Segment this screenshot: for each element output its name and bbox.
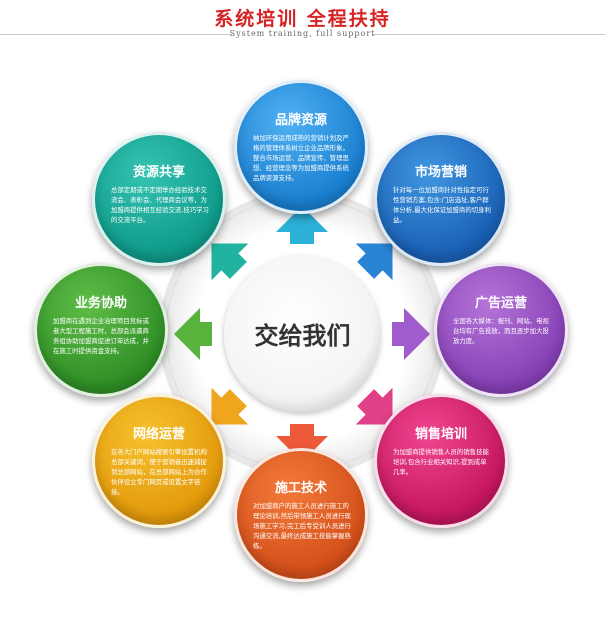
header: 系统培训 全程扶持 System training, full support	[0, 0, 605, 50]
node-description: 针对每一位加盟商针对性指定可行性营销方案,包含:门店选址,客户群体分析,最大化保…	[393, 186, 491, 224]
header-rule-right	[372, 34, 605, 35]
node-title: 广告运营	[474, 296, 527, 311]
node-title: 资源共享	[132, 165, 185, 180]
node-business-assist: 业务协助 加盟商在遇到企业治理项目竞标或者大型工程施工时，总部会派遣商务组协助加…	[34, 263, 168, 397]
node-title: 业务协助	[74, 296, 127, 311]
arrow-up-icon	[276, 206, 328, 244]
node-title: 网络运营	[132, 427, 185, 442]
arrow-down-right-icon	[355, 387, 393, 425]
node-title: 施工技术	[274, 481, 327, 496]
node-title: 市场营销	[414, 165, 467, 180]
hub-label: 交给我们	[254, 322, 351, 350]
node-resource-sharing: 资源共享 总部定期或不定期举办经验技术交流会、表彰会、代理商会议等，为加盟商提供…	[92, 132, 226, 266]
header-rule-left	[0, 34, 232, 35]
arrow-down-icon	[276, 424, 328, 462]
hub-circle	[224, 256, 380, 412]
node-title: 品牌资源	[274, 113, 327, 128]
node-description: 加盟商在遇到企业治理项目竞标或者大型工程施工时，总部会派遣商务组协助加盟商促进订…	[53, 317, 149, 355]
node-construction-tech: 施工技术 对加盟商户的施工人员进行施工的理论培训,然后带领施工人员进行现场施工学…	[234, 448, 368, 582]
node-description: 对加盟商户的施工人员进行施工的理论培训,然后带领施工人员进行现场施工学习,完工后…	[253, 502, 351, 550]
node-description: 在各大门户网站搜索引擎设置机构总部关键词，便于营销者迅速捕捉到总部网站，在总部网…	[111, 448, 207, 496]
page-subtitle: System training, full support	[229, 29, 376, 38]
arrow-left-icon	[174, 308, 212, 360]
node-description: 纳加环保运用成熟的营销计划及严格的管理体系树立企业品牌形象。整合市场运营、品牌宣…	[253, 134, 349, 182]
node-sales-training: 销售培训 为加盟商提供销售人员的销售技能培训,包含行业相关知识,提到成单几率。	[374, 394, 508, 528]
node-web-operation: 网络运营 在各大门户网站搜索引擎设置机构总部关键词，便于营销者迅速捕捉到总部网站…	[92, 394, 226, 528]
node-marketing: 市场营销 针对每一位加盟商针对性指定可行性营销方案,包含:门店选址,客户群体分析…	[374, 132, 508, 266]
arrow-right-icon	[392, 308, 430, 360]
node-title: 销售培训	[414, 427, 467, 442]
node-advertising: 广告运营 全国各大媒体：报刊、网站、电视台均有广告投放，而且逐步加大投放力度。	[434, 263, 568, 397]
node-description: 为加盟商提供销售人员的销售技能培训,包含行业相关知识,提到成单几率。	[393, 448, 489, 476]
node-description: 全国各大媒体：报刊、网站、电视台均有广告投放，而且逐步加大投放力度。	[453, 317, 549, 345]
page-title: 系统培训 全程扶持	[214, 8, 391, 30]
node-description: 总部定期或不定期举办经验技术交流会、表彰会、代理商会议等，为加盟商提供相互经验交…	[111, 186, 209, 224]
node-brand-resources: 品牌资源 纳加环保运用成熟的营销计划及严格的管理体系树立企业品牌形象。整合市场运…	[234, 80, 368, 214]
